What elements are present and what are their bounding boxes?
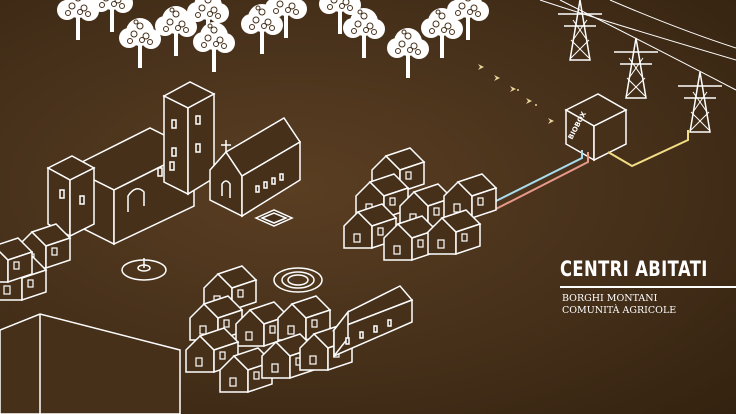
large-building	[0, 313, 181, 414]
house-icon	[185, 265, 353, 393]
cable-yellow	[607, 130, 689, 168]
caption-line-1: BORGHI MONTANI	[562, 292, 658, 304]
cable-red	[489, 152, 589, 213]
house-icon	[343, 147, 497, 261]
church-icon	[209, 116, 302, 227]
house-icon	[0, 223, 71, 301]
caption-line-2: COMUNITÀ AGRICOLE	[562, 304, 677, 316]
title-divider	[560, 286, 736, 288]
arrow-icon	[478, 64, 554, 124]
section-title: CENTRI ABITATI	[560, 257, 708, 281]
tree-icon	[56, 0, 490, 79]
long-building	[331, 285, 414, 359]
castle-icon	[46, 81, 216, 246]
cable-blue	[489, 150, 583, 205]
fountain-icon	[121, 258, 323, 293]
biobox-building: BIOBOX	[564, 93, 628, 162]
power-pylon-icon	[539, 0, 736, 133]
caption-block: CENTRI ABITATI BORGHI MONTANI COMUNITÀ A…	[560, 256, 736, 317]
